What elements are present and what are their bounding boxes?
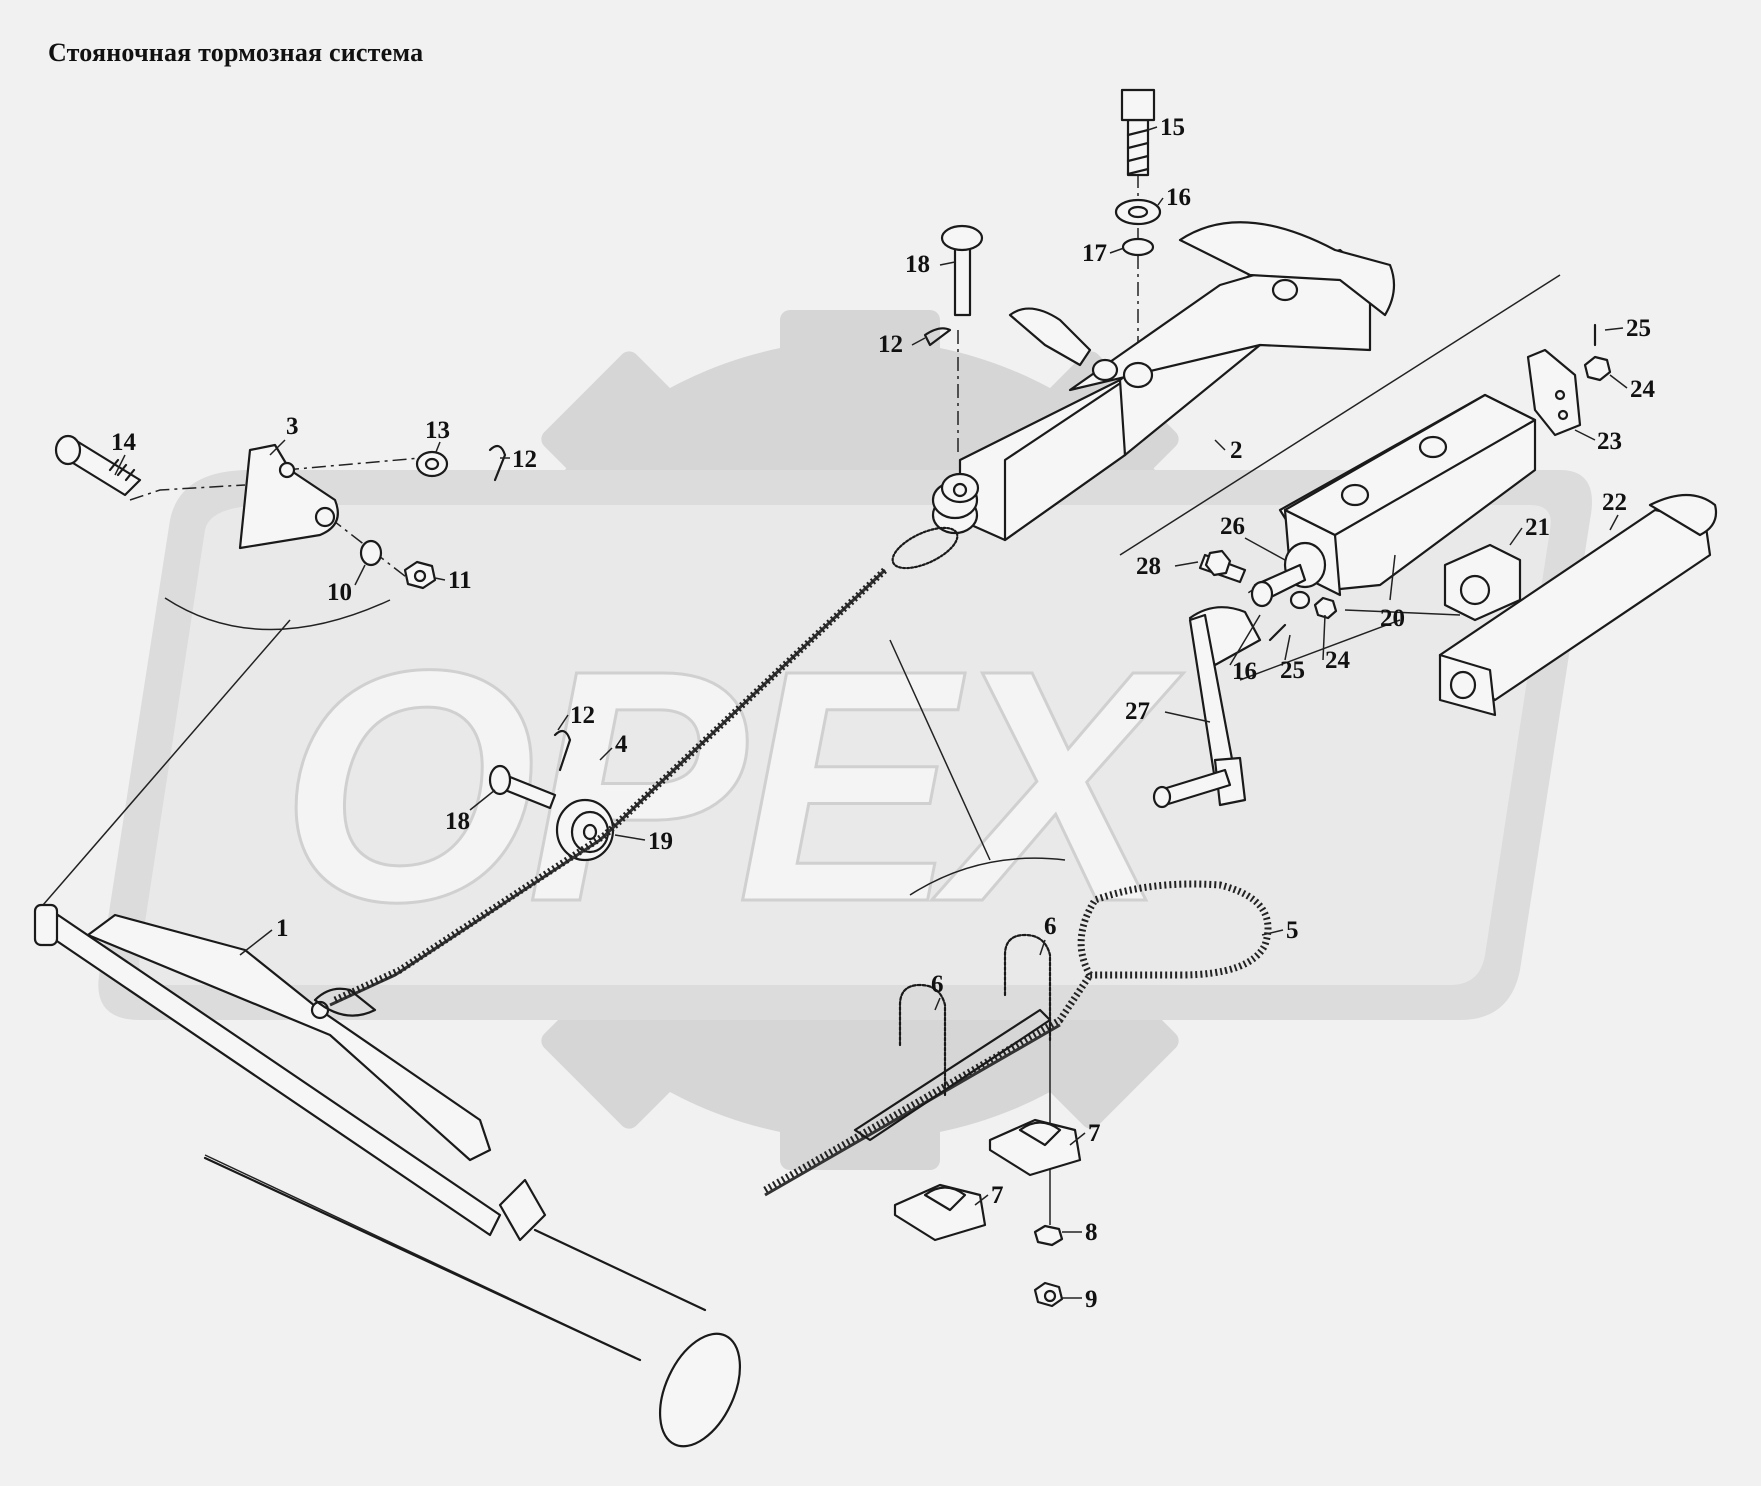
callout-23: 23	[1597, 428, 1622, 455]
watermark: OPEX	[98, 310, 1592, 1170]
callout-12c: 12	[570, 702, 595, 729]
cross-shaft-1	[33, 903, 742, 1448]
hardware-parts	[54, 88, 1612, 1308]
callout-16a: 16	[1166, 184, 1191, 211]
callout-7b: 7	[991, 1182, 1004, 1209]
callout-5: 5	[1286, 917, 1299, 944]
callout-21: 21	[1525, 514, 1550, 541]
callout-24b: 24	[1325, 647, 1351, 674]
diagram-title: Стояночная тормозная система	[48, 38, 424, 67]
callout-14: 14	[111, 429, 137, 456]
callout-20: 20	[1380, 605, 1405, 632]
callout-25b: 25	[1280, 657, 1305, 684]
callout-25a: 25	[1626, 315, 1651, 342]
callout-13: 13	[425, 417, 450, 444]
callout-18b: 18	[445, 808, 470, 835]
callout-7a: 7	[1088, 1120, 1101, 1147]
callout-4: 4	[615, 731, 628, 758]
lever-assembly-2	[931, 221, 1396, 542]
callout-2: 2	[1230, 437, 1243, 464]
watermark-text: OPEX	[280, 601, 1184, 970]
callout-8: 8	[1085, 1219, 1098, 1246]
callout-6b: 6	[1044, 913, 1057, 940]
callout-9: 9	[1085, 1286, 1098, 1313]
cable-4	[313, 526, 959, 1017]
assembly-lines	[42, 120, 1561, 1361]
callout-12b: 12	[878, 331, 903, 358]
callout-26: 26	[1220, 513, 1245, 540]
housing-20	[1250, 393, 1537, 608]
callout-12a: 12	[512, 446, 537, 473]
callout-3: 3	[286, 413, 299, 440]
crank-27	[1152, 606, 1262, 809]
callout-27: 27	[1125, 698, 1150, 725]
callout-15: 15	[1160, 114, 1185, 141]
bracket-3	[238, 443, 339, 550]
clamps-7	[893, 1118, 1082, 1242]
callout-6a: 6	[931, 971, 944, 998]
callout-labels: 1 2 3 4 5 6 6 7 7 8 9 10 11 12 12 12 13 …	[111, 114, 1656, 1313]
callout-10: 10	[327, 579, 352, 606]
callout-16b: 16	[1232, 658, 1257, 685]
callout-11: 11	[448, 567, 472, 594]
callout-19: 19	[648, 828, 673, 855]
callout-1: 1	[276, 915, 289, 942]
callout-28: 28	[1136, 553, 1161, 580]
tube-22	[1438, 494, 1718, 717]
callout-18a: 18	[905, 251, 930, 278]
callout-24a: 24	[1630, 376, 1656, 403]
callout-leaders	[114, 126, 1628, 1299]
plate-23	[1526, 348, 1582, 437]
callout-22: 22	[1602, 489, 1627, 516]
callout-17: 17	[1082, 240, 1107, 267]
u-bolts-6	[898, 933, 1052, 1097]
